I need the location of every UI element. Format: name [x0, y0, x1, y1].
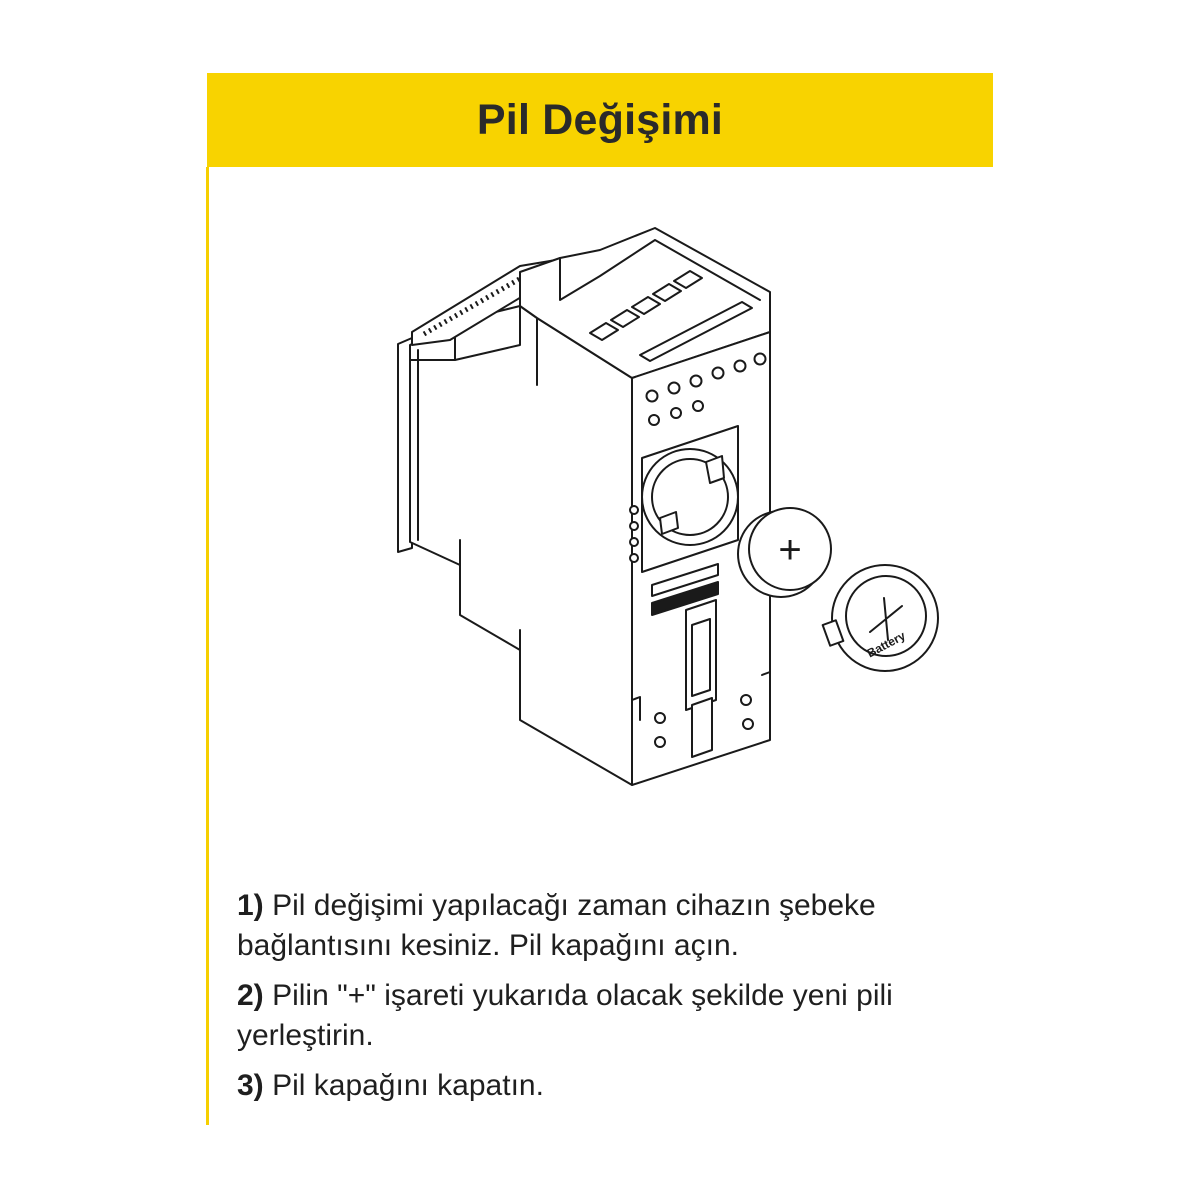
step-text: Pil kapağını kapatın. — [272, 1069, 544, 1102]
screw-hole — [648, 414, 660, 426]
coin-battery-plus: + — [778, 528, 801, 572]
terminal-strip — [639, 301, 753, 362]
screw-hole — [742, 718, 754, 730]
accent-side-bar — [206, 167, 209, 1125]
device-back-rail — [397, 337, 413, 553]
step-3: 3)Pil kapağını kapatın. — [237, 1066, 997, 1106]
screw-hole — [689, 374, 703, 388]
device-top-ridge — [559, 239, 761, 301]
step-text: Pilin "+" işareti yukarıda olacak şekild… — [237, 979, 893, 1052]
screw-hole — [753, 352, 767, 366]
page-title: Pil Değişimi — [476, 95, 724, 144]
screw-hole — [692, 400, 704, 412]
screw-hole — [654, 736, 666, 748]
step-number: 3) — [237, 1069, 264, 1102]
coin-battery — [748, 507, 832, 591]
terminal-slot — [610, 309, 640, 328]
snap-dot — [629, 505, 639, 515]
step-number: 1) — [237, 889, 264, 922]
front-bottom-notch — [631, 671, 771, 721]
snap-dot — [629, 553, 639, 563]
terminal-slot — [589, 322, 619, 341]
terminal-slot — [673, 270, 703, 289]
terminal-slot — [652, 283, 682, 302]
battery-cover-inner — [845, 575, 927, 657]
screw-hole — [670, 407, 682, 419]
battery-cover-tab — [821, 619, 845, 647]
din-clip-tab — [691, 697, 713, 758]
step-2: 2)Pilin "+" işareti yukarıda olacak şeki… — [237, 976, 997, 1056]
screw-hole — [733, 359, 747, 373]
device-side-face — [409, 305, 633, 786]
front-label — [651, 563, 719, 597]
device-side-ridge — [409, 305, 538, 651]
step-number: 2) — [237, 979, 264, 1012]
title-banner: Pil Değişimi — [207, 73, 993, 167]
step-text: Pil değişimi yapılacağı zaman cihazın şe… — [237, 889, 876, 962]
screw-hole — [740, 694, 752, 706]
screw-hole — [654, 712, 666, 724]
front-label — [651, 581, 719, 616]
snap-dot — [629, 537, 639, 547]
screw-hole — [645, 389, 659, 403]
battery-holder-clip — [659, 455, 725, 535]
battery-cover-mark — [869, 597, 903, 641]
terminal-slot — [631, 296, 661, 315]
step-1: 1)Pil değişimi yapılacağı zaman cihazın … — [237, 886, 997, 966]
screw-hole — [711, 366, 725, 380]
instruction-steps: 1)Pil değişimi yapılacağı zaman cihazın … — [237, 886, 997, 1116]
screw-hole — [667, 381, 681, 395]
din-clip-inner — [691, 618, 711, 697]
snap-dot — [629, 521, 639, 531]
